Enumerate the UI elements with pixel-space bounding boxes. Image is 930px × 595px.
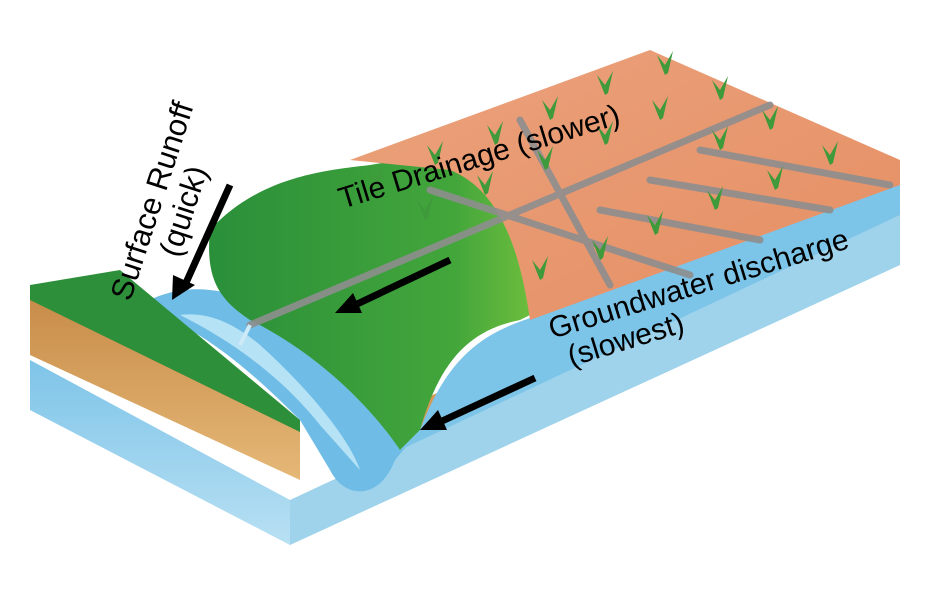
stream-channel [140,289,420,492]
surface-runoff-arrow [172,183,234,300]
farm-field [350,50,900,320]
tile-drainage-arrow [335,256,452,313]
tile-drainage-pipes [246,101,894,329]
soil-layer-front-left [30,295,300,480]
crop-plants [367,51,838,280]
groundwater-block-side [290,215,900,545]
groundwater-block-front [30,360,290,545]
groundwater-arrow [420,374,537,430]
grass-slope [209,140,560,450]
tile-outlet-flow [238,324,252,346]
left-bank-grass [30,270,300,432]
